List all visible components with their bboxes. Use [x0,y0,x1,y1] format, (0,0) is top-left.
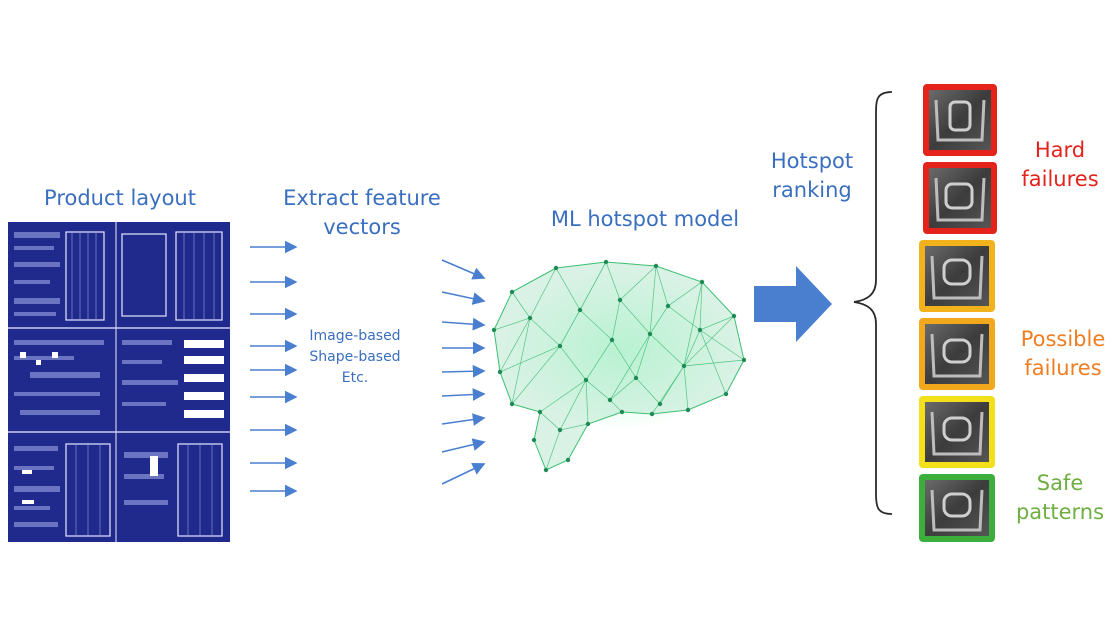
hotspot-thumbnails [919,84,997,542]
category-possible-failures: Possible failures [1008,325,1118,383]
category-safe-patterns: Safe patterns [1010,469,1110,527]
hotspot-thumb-5 [919,396,995,468]
hotspot-thumb-6 [919,474,995,542]
category-line1: Safe [1036,471,1084,495]
feature-method-list: Image-based Shape-based Etc. [290,326,420,389]
ranking-title-line2: ranking [772,178,852,202]
extract-title-line2: vectors [323,215,401,239]
category-hard-failures: Hard failures [1010,136,1110,194]
category-line2: patterns [1015,500,1105,524]
feature-arrows [441,259,486,485]
feature-method: Etc. [341,370,369,386]
category-line1: Hard [1034,138,1086,162]
feature-method: Image-based [309,328,401,344]
hotspot-thumb-1 [923,84,997,156]
ranking-arrow-icon [754,266,832,342]
hotspot-thumb-4 [919,318,995,390]
extract-features-title: Extract feature vectors [262,184,462,242]
ranking-title-line1: Hotspot [770,149,854,173]
extract-title-line1: Extract feature [283,186,441,210]
product-layout-title: Product layout [44,186,196,210]
ml-model-title: ML hotspot model [550,207,740,231]
input-arrows [250,240,298,498]
brain-network-icon [491,259,747,473]
hotspot-ranking-title: Hotspot ranking [752,147,872,205]
product-layout-image [8,222,230,542]
hotspot-thumb-2 [923,162,997,234]
feature-method: Shape-based [309,349,401,365]
category-line1: Possible [1020,327,1106,351]
grouping-brace [853,91,893,515]
category-line2: failures [1024,356,1102,380]
category-line2: failures [1021,167,1099,191]
hotspot-thumb-3 [919,240,995,312]
